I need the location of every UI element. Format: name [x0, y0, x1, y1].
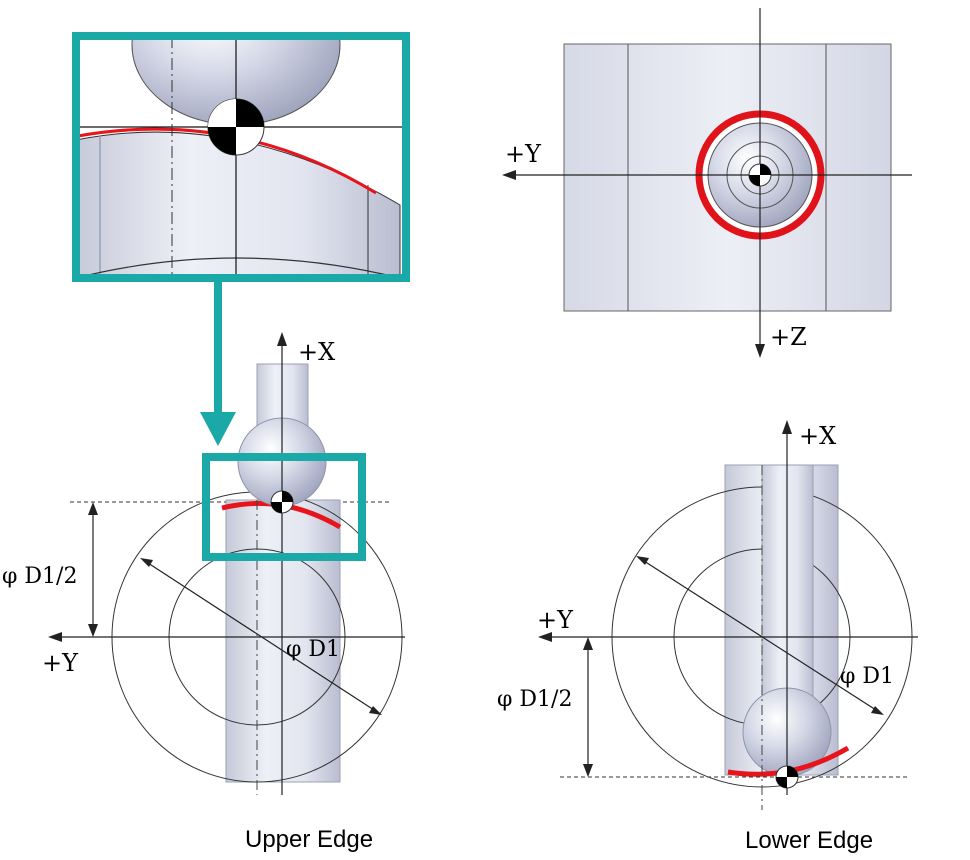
- label-phi-d1-half-lower: φ D1/2: [497, 687, 572, 712]
- detail-box: [202, 453, 366, 561]
- target-icon-lower: [775, 765, 799, 789]
- caption-upper-edge: Upper Edge: [245, 826, 373, 853]
- target-icon-front: [748, 163, 772, 187]
- lower-edge-view: +X +Y φ D1 φ D1/2 Lower Edge: [497, 420, 918, 854]
- target-icon-upper: [270, 490, 294, 514]
- upper-edge-view: +X +Y φ D1 φ D1/2 Upper Edge: [2, 332, 405, 853]
- label-plus-y-lower: +Y: [537, 606, 574, 634]
- label-phi-d1-half-upper: φ D1/2: [2, 564, 77, 589]
- label-plus-y-upper: +Y: [42, 649, 79, 677]
- front-view: +Y +Z: [502, 8, 912, 358]
- label-plus-x-upper: +X: [298, 338, 335, 366]
- zoomed-bore-wall: [76, 131, 401, 278]
- zoom-frame: [72, 32, 410, 282]
- target-icon: [207, 98, 265, 156]
- label-phi-d1-lower: φ D1: [840, 664, 894, 689]
- zoom-arrow: [200, 280, 236, 446]
- label-plus-z-front: +Z: [770, 323, 807, 351]
- label-plus-x-lower: +X: [799, 422, 836, 450]
- zoom-inset: [72, 32, 410, 282]
- caption-lower-edge: Lower Edge: [745, 827, 873, 854]
- label-plus-y-front: +Y: [505, 140, 542, 168]
- label-phi-d1-upper: φ D1: [286, 637, 340, 662]
